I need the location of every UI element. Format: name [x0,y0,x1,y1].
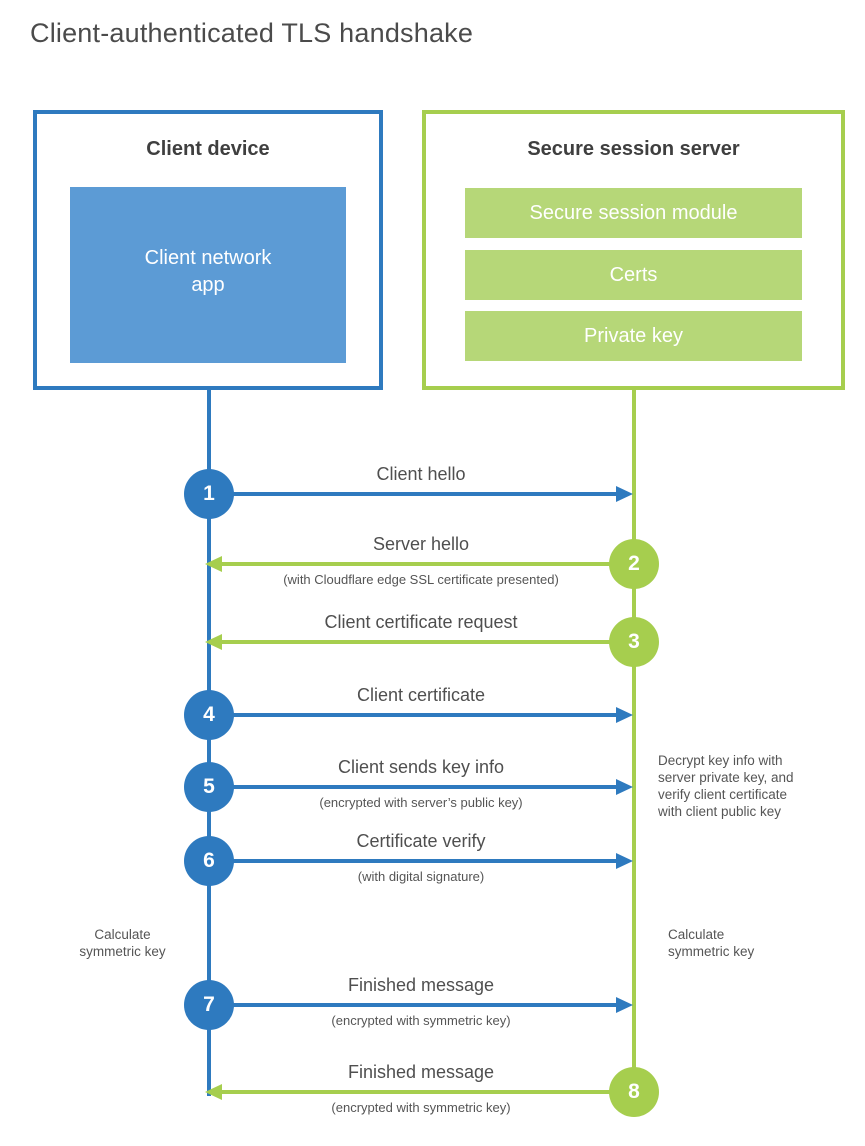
step-1-badge: 1 [184,469,234,519]
step-8-subtext: (encrypted with symmetric key) [331,1100,511,1115]
step-5-badge: 5 [184,762,234,812]
step-3-label: Client certificate request [324,612,518,632]
step-8-arrowhead-icon [205,1084,222,1100]
step-4-arrow-line [209,713,617,717]
step-1-number: 1 [203,482,215,505]
note-line: Calculate [94,927,151,942]
step-3-arrowhead-icon [205,634,222,650]
client-device-title: Client device [146,138,270,160]
server-module-certs: Certs [465,250,802,300]
client-lifeline [207,386,211,1096]
step-3-number: 3 [628,630,640,653]
step-1-arrow-line [209,492,617,496]
step-6-label: Certificate verify [356,831,486,851]
note-line: verify client certificate [658,787,788,802]
step-6-badge: 6 [184,836,234,886]
step-6-arrow-line [209,859,617,863]
step-1-label: Client hello [376,464,466,484]
server-title: Secure session server [527,138,740,160]
step-6-subtext: (with digital signature) [357,869,485,884]
step-2-badge: 2 [609,539,659,589]
step-2-arrow-line [222,562,634,566]
step-6-number: 6 [203,849,215,872]
step-7-label: Finished message [347,975,495,995]
step-5-arrow-line [209,785,617,789]
step-3-arrow-line [222,640,634,644]
step-4-label: Client certificate [356,685,486,705]
step-7-subtext: (encrypted with symmetric key) [331,1013,511,1028]
step-7-arrowhead-icon [616,997,633,1013]
step-4-number: 4 [203,703,215,726]
step-2-number: 2 [628,552,640,575]
note-line: server private key, and [658,770,794,785]
step-8-arrow-line [222,1090,634,1094]
step-5-label: Client sends key info [337,757,505,777]
step-7-number: 7 [203,993,215,1016]
client-network-app-box: Client network app [70,187,346,363]
note-line: Decrypt key info with [658,753,783,768]
step-4-arrowhead-icon [616,707,633,723]
step-3-badge: 3 [609,617,659,667]
step-7-badge: 7 [184,980,234,1030]
note-line: symmetric key [668,944,755,959]
client-app-label-line2: app [191,274,225,296]
note-calculate-symmetric-key-client: Calculate symmetric key [55,926,190,960]
step-8-badge: 8 [609,1067,659,1117]
step-4-badge: 4 [184,690,234,740]
step-8-number: 8 [628,1080,640,1103]
server-lifeline [632,386,636,1092]
step-6-arrowhead-icon [616,853,633,869]
step-5-arrowhead-icon [616,779,633,795]
note-line: symmetric key [79,944,166,959]
note-line: Calculate [668,927,725,942]
step-5-subtext: (encrypted with server’s public key) [319,795,523,810]
step-2-label: Server hello [372,534,470,554]
note-calculate-symmetric-key-server: Calculate symmetric key [668,926,803,960]
server-module-private-key: Private key [465,311,802,361]
step-1-arrowhead-icon [616,486,633,502]
step-2-arrowhead-icon [205,556,222,572]
server-module-secure-session: Secure session module [465,188,802,238]
step-2-subtext: (with Cloudflare edge SSL certificate pr… [283,572,559,587]
step-7-arrow-line [209,1003,617,1007]
step-8-label: Finished message [347,1062,495,1082]
client-app-label-line1: Client network [144,247,272,269]
step-5-number: 5 [203,775,215,798]
page-title: Client-authenticated TLS handshake [30,18,474,48]
note-decrypt-key-info: Decrypt key info with server private key… [658,752,833,820]
note-line: with client public key [658,804,782,819]
